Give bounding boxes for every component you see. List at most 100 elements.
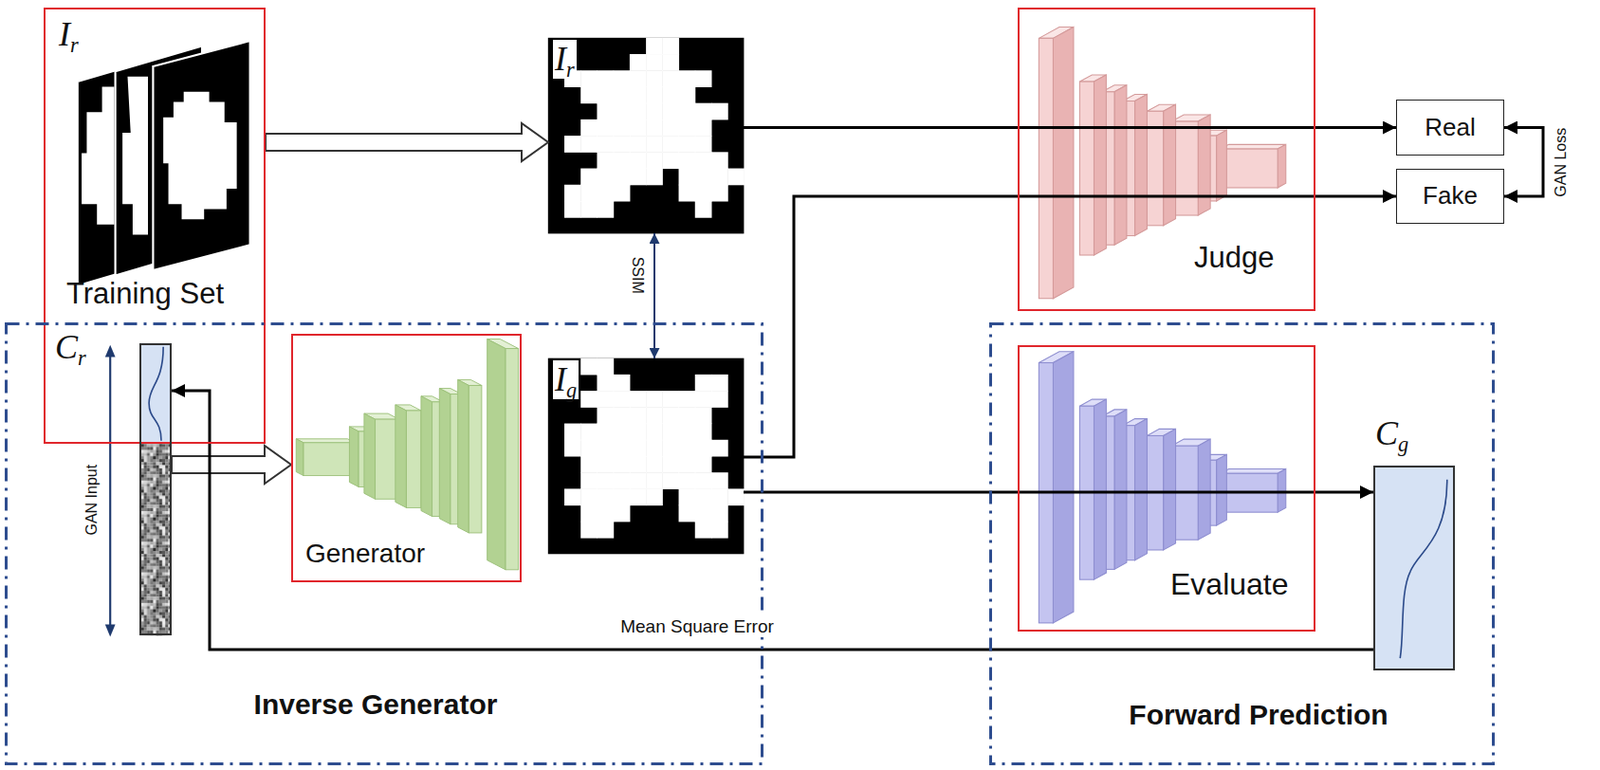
connector-arrow	[653, 233, 656, 359]
judge-network	[1093, 74, 1106, 256]
evaluate-network	[1114, 409, 1127, 571]
generated-image	[629, 423, 647, 442]
connector-arrow	[743, 126, 1397, 129]
text-holder: Evaluate	[1170, 567, 1289, 603]
region-title: Inverse Generator	[254, 688, 498, 722]
real-image	[548, 37, 745, 235]
generated-image	[711, 472, 729, 490]
evaluate-network	[1135, 419, 1148, 561]
real-image	[580, 135, 598, 153]
text-holder: Inverse Generator	[254, 688, 498, 722]
network-box: Judge	[1017, 7, 1316, 312]
real-image	[695, 135, 713, 153]
real-image	[662, 37, 680, 56]
real-image	[695, 119, 713, 137]
real-image	[596, 184, 614, 203]
generated-image	[596, 521, 614, 539]
real-image	[580, 168, 598, 186]
generator-network	[295, 439, 355, 443]
generated-image	[711, 505, 729, 523]
real-image	[629, 119, 647, 137]
real-image	[564, 201, 582, 219]
illustration-group	[77, 27, 1456, 671]
dataset-box: IrTraining Set	[43, 7, 266, 444]
real-image	[645, 37, 663, 56]
generated-image	[679, 505, 697, 523]
generated-image	[645, 390, 663, 408]
judge-network	[1114, 85, 1127, 246]
label-holder: GAN Input	[83, 462, 101, 538]
real-image	[645, 151, 663, 169]
judge-network	[1220, 148, 1278, 188]
generator-network	[349, 426, 359, 488]
evaluate-network	[1052, 351, 1074, 624]
generated-image	[679, 472, 697, 490]
generated-image	[564, 423, 582, 442]
generated-image	[711, 521, 729, 539]
generator-network	[468, 385, 482, 533]
judge-network	[1052, 27, 1074, 299]
generated-image	[613, 423, 631, 442]
generated-image	[596, 488, 614, 506]
symbol-subscript: g	[566, 378, 577, 403]
generated-image	[662, 390, 680, 408]
math-label: Ir	[552, 39, 577, 79]
evaluate-network	[1093, 399, 1106, 580]
real-image	[613, 70, 631, 88]
real-image	[580, 184, 598, 203]
image-panel: Ig	[548, 358, 744, 554]
real-image	[679, 119, 697, 137]
real-image	[629, 86, 647, 104]
generator-network	[505, 349, 519, 571]
image-panel: Ir	[548, 37, 744, 234]
generated-image	[711, 488, 729, 506]
real-image	[662, 119, 680, 137]
text-holder: Real	[1424, 113, 1475, 143]
generated-image	[695, 390, 713, 408]
real-image	[613, 168, 631, 186]
generated-image	[695, 505, 713, 523]
generated-image	[580, 488, 598, 506]
generated-image	[711, 440, 729, 458]
real-image	[613, 103, 631, 121]
real-image	[596, 201, 614, 219]
generated-image	[580, 472, 598, 490]
text-holder: Ig	[552, 360, 579, 400]
edge-label: GAN Loss	[1552, 126, 1570, 200]
judge-network	[1079, 81, 1094, 256]
generated-image	[596, 505, 614, 523]
real-image	[629, 70, 647, 88]
label-holder: GAN Loss	[1552, 126, 1570, 200]
generated-image	[564, 488, 582, 506]
text-holder: Training Set	[66, 276, 224, 312]
condition-vector	[148, 347, 164, 442]
real-image	[679, 151, 697, 169]
text-holder: Generator	[305, 538, 425, 570]
generated-image	[645, 488, 663, 506]
generated-image	[629, 406, 647, 424]
evaluate-network	[1197, 439, 1211, 540]
predicted-vector	[1373, 465, 1455, 671]
generated-image	[613, 488, 631, 506]
output-box: Real	[1396, 99, 1505, 156]
real-image	[645, 119, 663, 137]
symbol-letter: I	[58, 15, 71, 54]
real-image	[596, 70, 614, 88]
generated-image	[613, 472, 631, 490]
generated-image	[548, 358, 745, 555]
real-image	[629, 135, 647, 153]
generated-image	[596, 423, 614, 442]
evaluate-network	[1216, 454, 1228, 526]
gan-input-arrow	[105, 345, 116, 358]
real-image	[645, 103, 663, 121]
region-title: Forward Prediction	[1128, 698, 1388, 733]
symbol-subscript: r	[77, 346, 87, 370]
real-image	[596, 103, 614, 121]
label-holder: Mean Square Error	[618, 616, 776, 638]
real-image	[629, 151, 647, 169]
text-holder: Cr	[55, 328, 87, 368]
math-label: Ir	[58, 15, 79, 55]
generated-image	[662, 440, 680, 458]
generated-image	[629, 472, 647, 490]
